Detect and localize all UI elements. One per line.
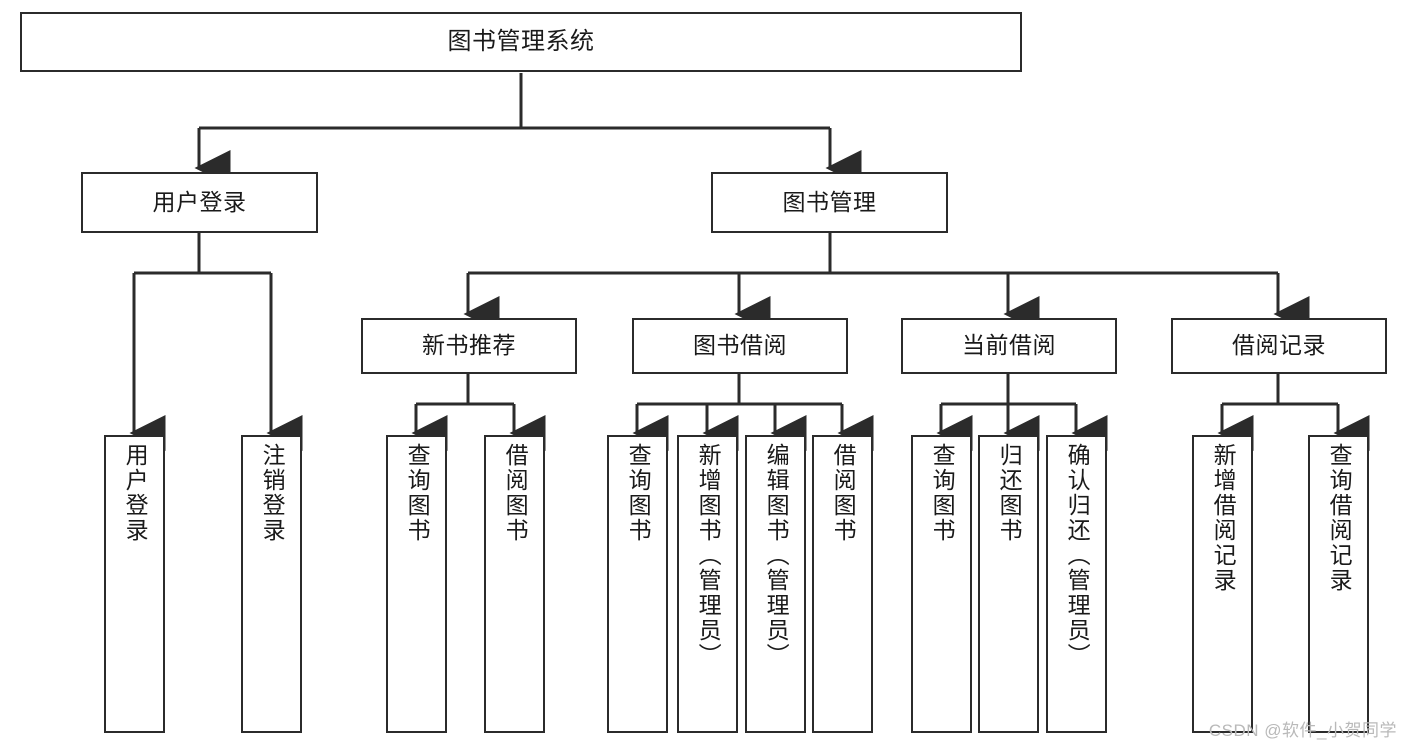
node-leaf-confirm-return[interactable]: 确认归还（管理员） [1046, 435, 1107, 733]
node-leaf-query-book-2[interactable]: 查询图书 [607, 435, 668, 733]
node-label: 当前借阅 [962, 332, 1056, 359]
node-label: 用户登录 [152, 188, 247, 215]
node-label: 图书借阅 [693, 332, 787, 359]
node-leaf-query-record[interactable]: 查询借阅记录 [1308, 435, 1369, 733]
node-label: 确认归还（管理员） [1064, 443, 1091, 668]
node-leaf-borrow-book-2[interactable]: 借阅图书 [812, 435, 873, 733]
node-leaf-query-book-1[interactable]: 查询图书 [386, 435, 447, 733]
edges-new-book-recommend [411, 374, 546, 451]
edges-current-borrow [936, 374, 1108, 451]
node-label: 新增借阅记录 [1210, 443, 1237, 593]
node-label: 查询图书 [404, 443, 431, 543]
node-label: 借阅图书 [502, 443, 529, 543]
node-root-book-management-system[interactable]: 图书管理系统 [20, 12, 1022, 72]
node-current-borrow[interactable]: 当前借阅 [901, 318, 1117, 374]
node-leaf-add-record[interactable]: 新增借阅记录 [1192, 435, 1253, 733]
edges-user-login [129, 233, 303, 451]
node-label: 新书推荐 [422, 332, 516, 359]
node-label: 编辑图书（管理员） [763, 443, 790, 668]
node-label: 借阅记录 [1232, 332, 1326, 359]
node-leaf-user-logout[interactable]: 注销登录 [241, 435, 302, 733]
node-borrow-record[interactable]: 借阅记录 [1171, 318, 1387, 374]
node-label: 新增图书（管理员） [695, 443, 722, 668]
edges-book-management [463, 233, 1310, 332]
node-label: 图书管理系统 [447, 27, 595, 55]
node-leaf-borrow-book-1[interactable]: 借阅图书 [484, 435, 545, 733]
node-label: 归还图书 [996, 443, 1023, 543]
node-leaf-return-book[interactable]: 归还图书 [978, 435, 1039, 733]
edges-book-borrow [632, 374, 874, 451]
node-leaf-user-login[interactable]: 用户登录 [104, 435, 165, 733]
node-new-book-recommend[interactable]: 新书推荐 [361, 318, 577, 374]
node-user-login[interactable]: 用户登录 [81, 172, 318, 233]
node-label: 查询图书 [625, 443, 652, 543]
watermark-text: CSDN @软件_小贺同学 [1208, 721, 1397, 740]
node-leaf-add-book[interactable]: 新增图书（管理员） [677, 435, 738, 733]
node-label: 查询图书 [929, 443, 956, 543]
node-label: 图书管理 [782, 188, 877, 215]
node-label: 注销登录 [259, 443, 286, 543]
node-label: 借阅图书 [830, 443, 857, 543]
node-book-borrow[interactable]: 图书借阅 [632, 318, 848, 374]
edges-root [194, 73, 862, 186]
node-label: 用户登录 [122, 443, 149, 543]
node-label: 查询借阅记录 [1326, 443, 1353, 593]
edges-borrow-record [1217, 374, 1370, 451]
node-leaf-edit-book[interactable]: 编辑图书（管理员） [745, 435, 806, 733]
node-book-management[interactable]: 图书管理 [711, 172, 948, 233]
node-leaf-query-book-3[interactable]: 查询图书 [911, 435, 972, 733]
